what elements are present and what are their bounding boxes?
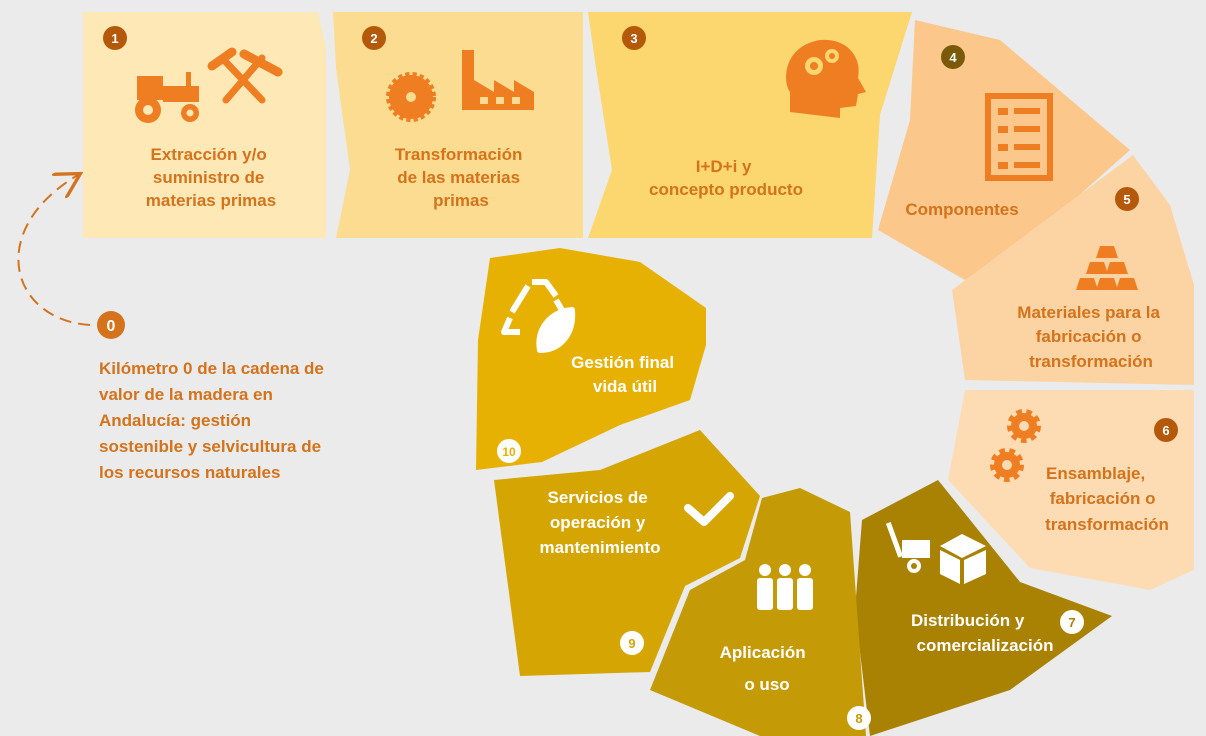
saw-blade-icon xyxy=(386,72,436,122)
stage-1-label: Extracción y/o suministro de materias pr… xyxy=(146,145,276,210)
stage-6-badge xyxy=(1154,418,1178,442)
checkmark-icon xyxy=(684,492,734,526)
stage-4: 4 Componentes xyxy=(878,20,1130,280)
stage-7: 7 Distribución y comercialización xyxy=(855,480,1112,736)
stage-9-shape xyxy=(494,430,760,676)
stage-8-shape xyxy=(650,488,866,736)
stage-5-badge xyxy=(1115,187,1139,211)
stage-9-number: 9 xyxy=(628,636,635,651)
stage-3-label: I+D+i y concepto producto xyxy=(649,157,803,199)
tractor-icon xyxy=(135,72,199,123)
stage-2-label: Transformación de las materias primas xyxy=(395,145,527,210)
box-icon xyxy=(940,534,986,584)
checklist-icon xyxy=(985,93,1053,181)
people-icon xyxy=(757,564,813,610)
stage-10-label: Gestión final vida útil xyxy=(571,353,679,396)
stage-7-label: Distribución y comercialización xyxy=(911,611,1054,655)
recycle-leaf-icon xyxy=(501,279,576,353)
gears-icon xyxy=(990,409,1041,482)
stage-8-number: 8 xyxy=(855,711,862,726)
return-arrow xyxy=(17,175,91,326)
stage-1: 1 Extracción y/o suministro de materias … xyxy=(83,12,326,238)
stage-10-number: 10 xyxy=(502,445,516,459)
stage-10: 10 Gestión final vida útil xyxy=(476,248,706,470)
factory-icon xyxy=(462,50,534,110)
stage-9-badge xyxy=(620,631,644,655)
intro-line: valor de la madera en xyxy=(99,385,273,404)
stage-6-number: 6 xyxy=(1162,423,1169,438)
stage-9-label: Servicios de operación y mantenimiento xyxy=(540,488,661,557)
stage-2-badge xyxy=(362,26,386,50)
stage-5-label: Materiales para la fabricación o transfo… xyxy=(1017,303,1164,371)
stacked-bars-icon xyxy=(1076,246,1138,290)
stage-6-label: Ensamblaje, fabricación o transformación xyxy=(1045,464,1169,534)
stage-3-badge xyxy=(622,26,646,50)
stage-5-shape xyxy=(952,155,1194,385)
intro-text: Kilómetro 0 de la cadena de valor de la … xyxy=(99,356,399,486)
stage-6: 6 Ensamblaje, fabricación o transformaci… xyxy=(948,390,1194,590)
stage-9: 9 Servicios de operación y mantenimiento xyxy=(494,430,760,676)
stage-6-shape xyxy=(948,390,1194,590)
stage-10-badge xyxy=(497,439,521,463)
intro-line: Andalucía: gestión xyxy=(99,411,252,430)
stage-3: 3 I+D+i y concepto producto xyxy=(588,12,912,238)
intro-line: los recursos naturales xyxy=(99,463,281,482)
stage-2-shape xyxy=(333,12,583,238)
stage-5: 5 Materiales para la fabricación o trans… xyxy=(952,155,1194,385)
stage-2-number: 2 xyxy=(370,31,377,46)
stage-1-number: 1 xyxy=(111,31,118,46)
stage-4-label: Componentes xyxy=(905,200,1018,219)
intro-line: Kilómetro 0 de la cadena de xyxy=(99,359,324,378)
hand-truck-icon xyxy=(885,522,930,573)
stage-8: 8 Aplicación o uso xyxy=(650,488,871,736)
stage-1-badge xyxy=(103,26,127,50)
stage-10-shape xyxy=(476,248,706,470)
stage-5-number: 5 xyxy=(1123,192,1130,207)
intro-line: sostenible y selvicultura de xyxy=(99,437,322,456)
stage-7-number: 7 xyxy=(1068,615,1075,630)
stage-2: 2 Transformación de las materias primas xyxy=(333,12,583,238)
stage-4-number: 4 xyxy=(949,50,957,65)
stage-3-number: 3 xyxy=(630,31,637,46)
head-gears-icon xyxy=(786,39,866,119)
stage-0: 0 xyxy=(97,311,125,339)
stage-8-badge xyxy=(847,706,871,730)
stage-8-label: Aplicación o uso xyxy=(720,643,811,694)
stage-7-badge xyxy=(1060,610,1084,634)
stage-0-badge xyxy=(97,311,125,339)
hammer-pick-icon xyxy=(207,47,283,104)
stage-4-badge xyxy=(941,45,965,69)
stage-0-number: 0 xyxy=(107,318,116,335)
